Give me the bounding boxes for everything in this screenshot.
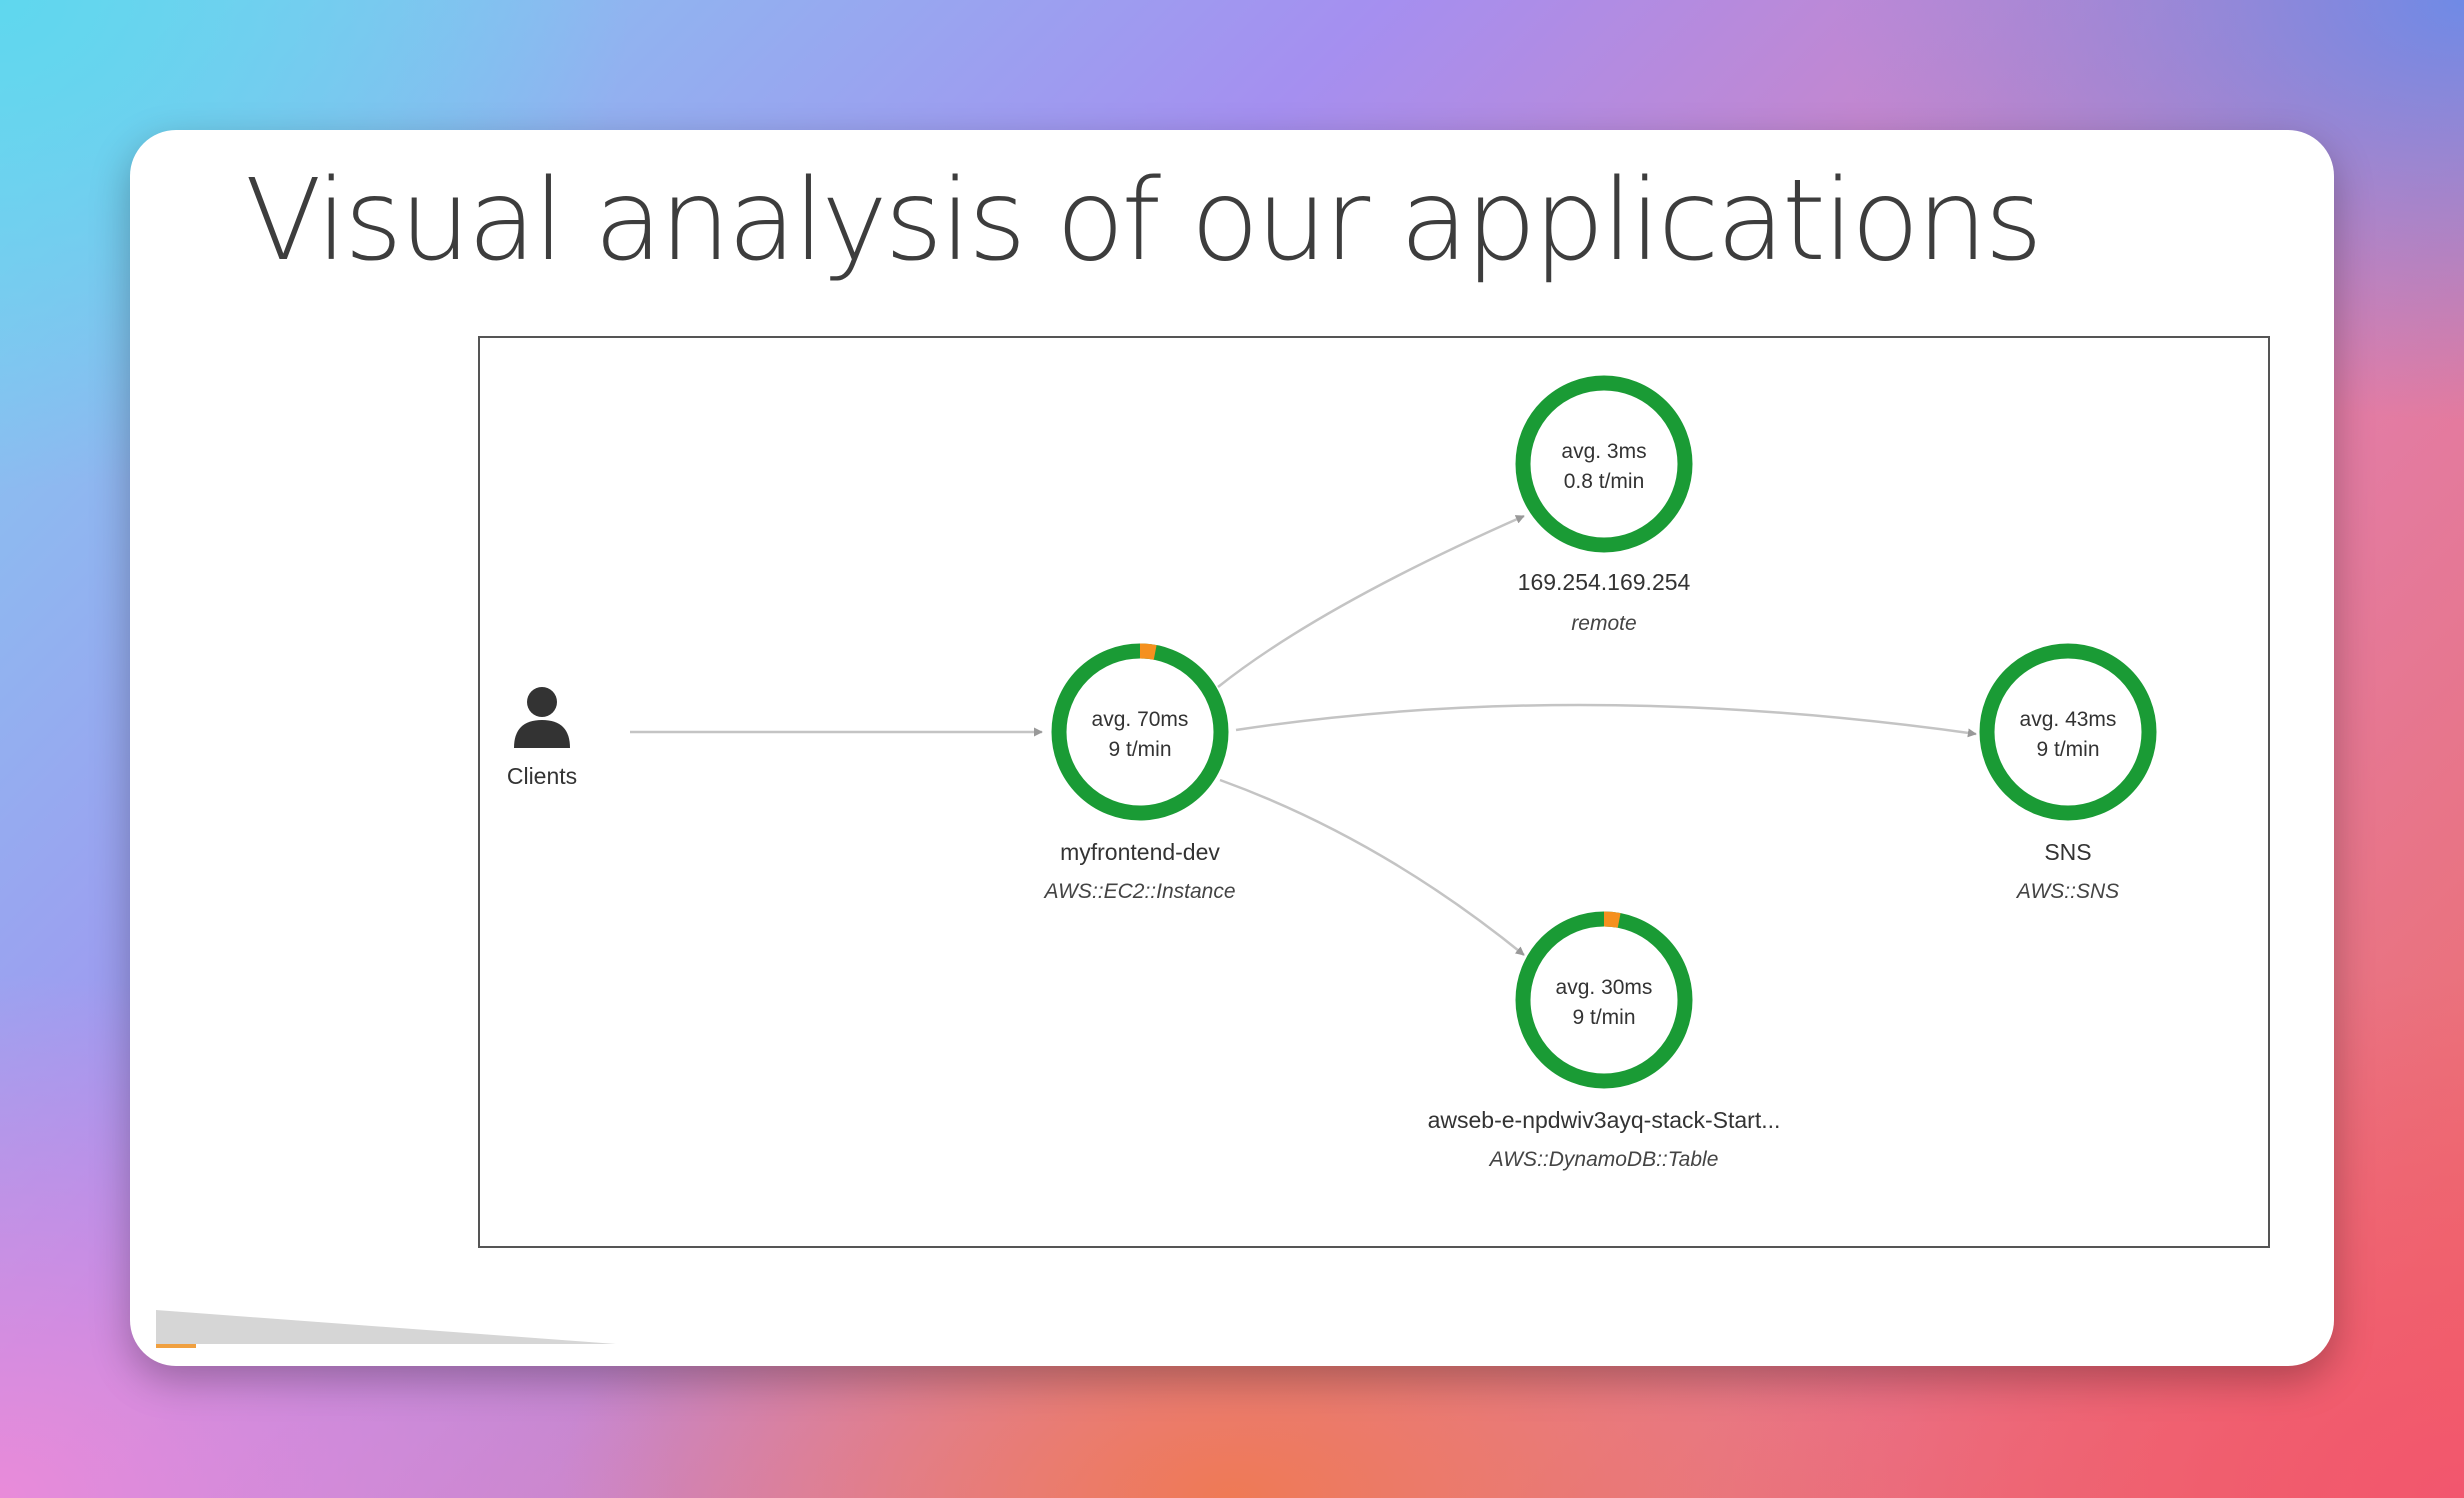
node-rate: 0.8 t/min: [1564, 470, 1645, 493]
node-latency: avg. 3ms: [1561, 440, 1646, 463]
slide: Visual analysis of our applications Clie…: [130, 130, 2334, 1366]
node-rate: 9 t/min: [2036, 738, 2099, 761]
node-type: AWS::DynamoDB::Table: [1488, 1148, 1719, 1171]
node-rate: 9 t/min: [1572, 1006, 1635, 1029]
slide-title: Visual analysis of our applications: [245, 156, 2043, 286]
service-node-frontend[interactable]: avg. 70ms 9 t/min myfrontend-dev AWS::EC…: [1042, 643, 1236, 903]
node-type: remote: [1571, 612, 1636, 635]
health-ring: [1515, 911, 1693, 1089]
edge-frontend-to-dynamodb[interactable]: [1219, 778, 1525, 956]
health-ring: [1979, 643, 2157, 821]
edge-frontend-to-remote[interactable]: [1217, 514, 1525, 688]
warning-ring-segment: [1523, 383, 1685, 545]
node-name: awseb-e-npdwiv3ayq-stack-Start...: [1428, 1107, 1781, 1133]
node-type: AWS::SNS: [2015, 880, 2119, 903]
node-latency: avg. 70ms: [1092, 708, 1189, 731]
warning-ring-segment: [1987, 651, 2149, 813]
warning-ring-segment: [1051, 643, 1229, 821]
service-node-dynamodb[interactable]: avg. 30ms 9 t/min awseb-e-npdwiv3ayq-sta…: [1428, 911, 1781, 1171]
service-node-sns[interactable]: avg. 43ms 9 t/min SNS AWS::SNS: [1979, 643, 2157, 903]
footer-decoration: [156, 1310, 616, 1348]
clients-label: Clients: [507, 763, 577, 789]
health-ring: [1051, 643, 1229, 821]
clients-node[interactable]: Clients: [507, 687, 577, 789]
health-ring: [1515, 375, 1693, 553]
service-map-canvas: Clients avg. 70ms 9 t/min myfrontend-dev…: [507, 375, 2157, 1171]
edge-frontend-to-sns[interactable]: [1235, 703, 1977, 738]
node-latency: avg. 30ms: [1556, 976, 1653, 999]
node-rate: 9 t/min: [1108, 738, 1171, 761]
node-type: AWS::EC2::Instance: [1042, 880, 1235, 903]
service-map: Clients avg. 70ms 9 t/min myfrontend-dev…: [478, 336, 2270, 1248]
service-node-remote[interactable]: avg. 3ms 0.8 t/min 169.254.169.254 remot…: [1515, 375, 1693, 635]
node-name: myfrontend-dev: [1060, 839, 1220, 865]
node-latency: avg. 43ms: [2020, 708, 2117, 731]
node-name: 169.254.169.254: [1518, 569, 1691, 595]
user-icon: [514, 687, 570, 748]
node-name: SNS: [2044, 839, 2091, 865]
warning-ring-segment: [1515, 911, 1693, 1089]
